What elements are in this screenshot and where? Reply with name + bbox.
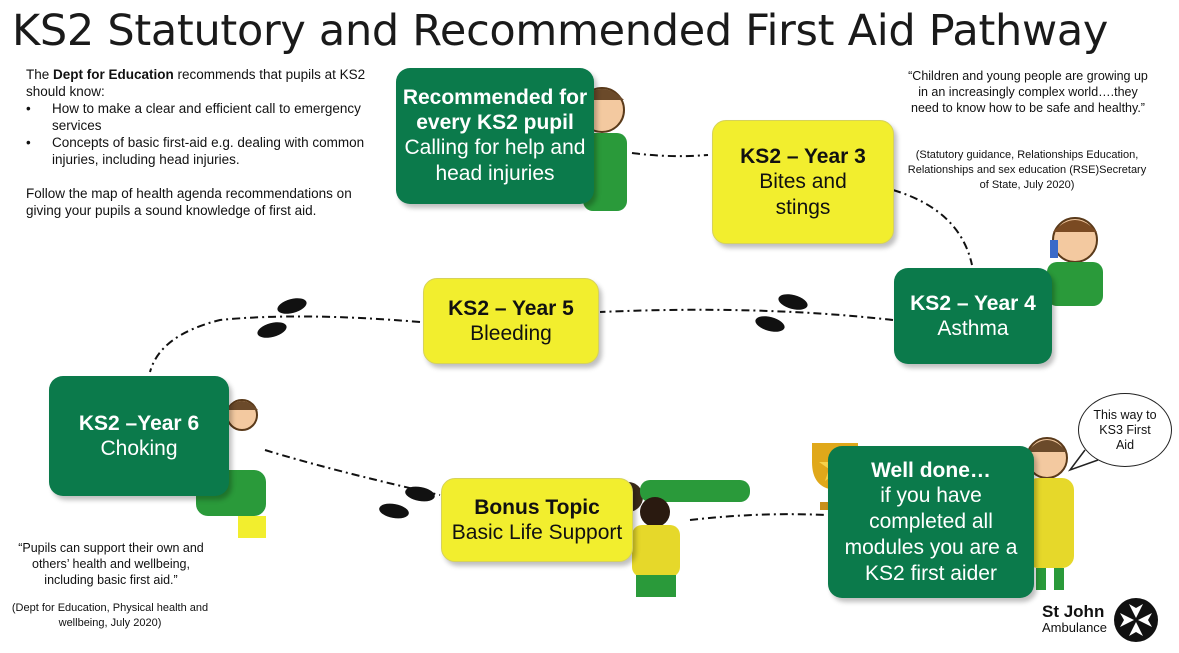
box-welldone: Well done… if you have completed all mod… (828, 446, 1034, 598)
child-phone-icon (579, 87, 627, 211)
girl-waving-icon (1026, 437, 1074, 590)
intro-follow: Follow the map of health agenda recommen… (26, 186, 352, 218)
intro-text: The Dept for Education recommends that p… (26, 66, 376, 219)
path-year5-year6 (149, 315, 421, 373)
intro-bullet: How to make a clear and efficient call t… (26, 100, 376, 134)
st-john-logo: St John Ambulance (1042, 597, 1159, 643)
child-inhaler-icon (1047, 217, 1103, 306)
path-year6-bonus (264, 449, 441, 496)
logo-text: St John Ambulance (1042, 602, 1108, 635)
quote-top: “Children and young people are growing u… (908, 69, 1148, 115)
path-year3-year4 (892, 189, 973, 266)
intro-bold: Dept for Education (53, 67, 174, 82)
path-bonus-welldone (689, 513, 827, 521)
intro-line: The Dept for Education recommends that p… (26, 67, 366, 99)
quote-top-citation: (Statutory guidance, Relationships Educa… (907, 149, 1147, 191)
speech-bubble: This way to KS3 First Aid (1078, 393, 1172, 467)
children-cpr-icon (613, 480, 750, 597)
box-year5: KS2 – Year 5 Bleeding (423, 278, 599, 364)
box-recommended: Recommended for every KS2 pupil Calling … (396, 68, 594, 204)
quote-bottom: “Pupils can support their own and others… (18, 541, 204, 587)
box-bonus: Bonus Topic Basic Life Support (441, 478, 633, 562)
maltese-cross-icon (1114, 598, 1159, 642)
quote-bottom-citation: (Dept for Education, Physical health and… (11, 602, 209, 629)
box-year4: KS2 – Year 4 Asthma (894, 268, 1052, 364)
page-title: KS2 Statutory and Recommended First Aid … (12, 6, 1109, 56)
box-year6: KS2 –Year 6 Choking (49, 376, 229, 496)
box-year3: KS2 – Year 3 Bites and stings (712, 120, 894, 244)
footprints-icon (257, 294, 808, 519)
path-year4-year5 (599, 308, 894, 321)
path-recommended-year3 (631, 152, 709, 158)
intro-bullet: Concepts of basic first-aid e.g. dealing… (26, 134, 376, 168)
intro-list: How to make a clear and efficient call t… (26, 100, 376, 168)
